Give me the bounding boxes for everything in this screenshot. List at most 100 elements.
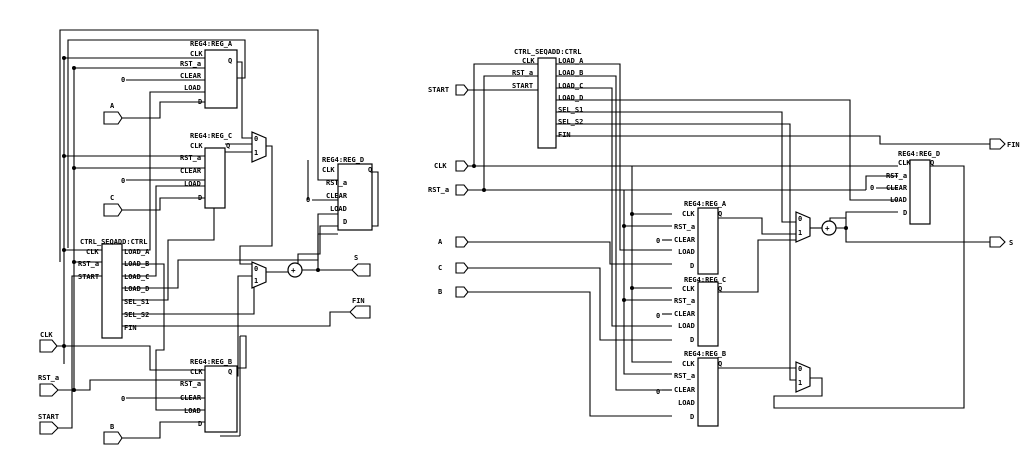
left-reg-a: REG4:REG_A CLK Q RST_a CLEAR LOAD D xyxy=(180,40,238,109)
pin-start: START xyxy=(512,82,533,90)
pin-load: LOAD xyxy=(678,322,695,330)
port-a-label: A xyxy=(110,102,115,110)
pin-q: Q xyxy=(228,57,232,65)
right-port-b: B xyxy=(438,286,469,298)
left-ctrl: CTRL_SEQADD:CTRL CLK LOAD_A RST_a LOAD_B… xyxy=(78,238,150,339)
right-port-s: S xyxy=(989,236,1013,248)
pin-clk: CLK xyxy=(682,285,695,293)
port-c-label: C xyxy=(110,194,114,202)
mux-in1: 1 xyxy=(798,379,802,387)
left-port-clk: CLK xyxy=(39,331,58,353)
pin-clk: CLK xyxy=(86,248,99,256)
left-reg-b: REG4:REG_B CLK Q RST_a CLEAR LOAD D xyxy=(180,358,238,433)
port-rst-label: RST_a xyxy=(428,186,449,194)
left-port-rst: RST_a xyxy=(38,374,59,397)
pin-rst: RST_a xyxy=(180,380,201,388)
pin-clear: CLEAR xyxy=(674,236,696,244)
pin-load-d: LOAD_D xyxy=(558,94,583,102)
adder-plus-icon: + xyxy=(291,266,296,275)
pin-load: LOAD xyxy=(678,399,695,407)
pin-load: LOAD xyxy=(184,407,201,415)
pin-q: Q xyxy=(718,360,722,368)
right-ctrl-title: CTRL_SEQADD:CTRL xyxy=(514,48,581,56)
pin-d: D xyxy=(690,262,694,270)
mux-in0: 0 xyxy=(798,365,802,373)
pin-d: D xyxy=(690,336,694,344)
mux-in1: 1 xyxy=(254,277,258,285)
right-port-clk: CLK xyxy=(434,160,469,172)
left-reg-d-title: REG4:REG_D xyxy=(322,156,364,164)
pin-load: LOAD xyxy=(678,248,695,256)
pin-clear: CLEAR xyxy=(886,184,908,192)
left-port-b: B xyxy=(103,423,123,445)
pin-d: D xyxy=(198,98,202,106)
pin-rst: RST_a xyxy=(886,172,907,180)
left-reg-d: REG4:REG_D CLK Q RST_a CLEAR LOAD D xyxy=(322,156,373,231)
mux-in1: 1 xyxy=(254,149,258,157)
right-port-start: START xyxy=(428,84,469,96)
right-reg-a-title: REG4:REG_A xyxy=(684,200,727,208)
right-wires xyxy=(468,63,990,417)
left-port-a: A xyxy=(103,102,123,125)
pin-load: LOAD xyxy=(890,196,907,204)
const-zero: 0 xyxy=(656,312,660,320)
const-zero: 0 xyxy=(656,388,660,396)
pin-d: D xyxy=(903,209,907,217)
port-clk-label: CLK xyxy=(434,162,447,170)
port-a-label: A xyxy=(438,238,443,246)
port-rst-label: RST_a xyxy=(38,374,59,382)
right-mux-bottom: 0 1 xyxy=(795,361,811,393)
pin-rst: RST_a xyxy=(180,154,201,162)
pin-start: START xyxy=(78,273,99,281)
pin-rst: RST_a xyxy=(512,69,533,77)
right-reg-c-title: REG4:REG_C xyxy=(684,276,726,284)
left-ctrl-title: CTRL_SEQADD:CTRL xyxy=(80,238,147,246)
pin-clear: CLEAR xyxy=(180,72,202,80)
pin-q: Q xyxy=(368,166,372,174)
pin-load: LOAD xyxy=(330,205,347,213)
pin-q: Q xyxy=(930,159,934,167)
port-b-label: B xyxy=(438,288,442,296)
pin-clear: CLEAR xyxy=(674,310,696,318)
left-reg-c: REG4:REG_C CLK Q RST_a CLEAR LOAD D xyxy=(180,132,232,209)
pin-q: Q xyxy=(228,368,232,376)
port-s-label: S xyxy=(354,254,358,262)
pin-q: Q xyxy=(718,285,722,293)
left-mux-top: 0 1 xyxy=(251,131,267,163)
pin-q: Q xyxy=(718,210,722,218)
right-mux-top: 0 1 xyxy=(795,211,811,243)
pin-load-b: LOAD_B xyxy=(558,69,583,77)
pin-clk: CLK xyxy=(190,142,203,150)
pin-rst: RST_a xyxy=(674,297,695,305)
right-reg-d-title: REG4:REG_D xyxy=(898,150,940,158)
const-zero: 0 xyxy=(121,76,125,84)
left-reg-b-title: REG4:REG_B xyxy=(190,358,232,366)
right-port-fin: FIN xyxy=(989,138,1020,150)
pin-clk: CLK xyxy=(682,360,695,368)
mux-in1: 1 xyxy=(798,229,802,237)
pin-load: LOAD xyxy=(184,180,201,188)
pin-clk: CLK xyxy=(190,50,203,58)
left-junctions xyxy=(62,56,320,392)
port-fin-label: FIN xyxy=(1007,141,1020,149)
pin-load-a: LOAD_A xyxy=(558,57,584,65)
left-adder: + xyxy=(287,262,303,278)
left-mux-bottom: 0 1 xyxy=(251,261,267,289)
pin-clear: CLEAR xyxy=(326,192,348,200)
pin-fin: FIN xyxy=(558,131,571,139)
pin-sel-s2: SEL_S2 xyxy=(558,118,583,126)
pin-q: Q xyxy=(226,142,230,150)
pin-clear: CLEAR xyxy=(180,167,202,175)
right-schematic: CTRL_SEQADD:CTRL CLK LOAD_A RST_a LOAD_B… xyxy=(428,48,1020,427)
port-c-label: C xyxy=(438,264,442,272)
port-start-label: START xyxy=(38,413,59,421)
const-zero: 0 xyxy=(306,196,310,204)
pin-clk: CLK xyxy=(322,166,335,174)
pin-clk: CLK xyxy=(522,57,535,65)
pin-d: D xyxy=(198,194,202,202)
pin-sel-s1: SEL_S1 xyxy=(558,106,583,114)
pin-clear: CLEAR xyxy=(180,394,202,402)
pin-rst: RST_a xyxy=(674,372,695,380)
port-fin-label: FIN xyxy=(352,297,365,305)
